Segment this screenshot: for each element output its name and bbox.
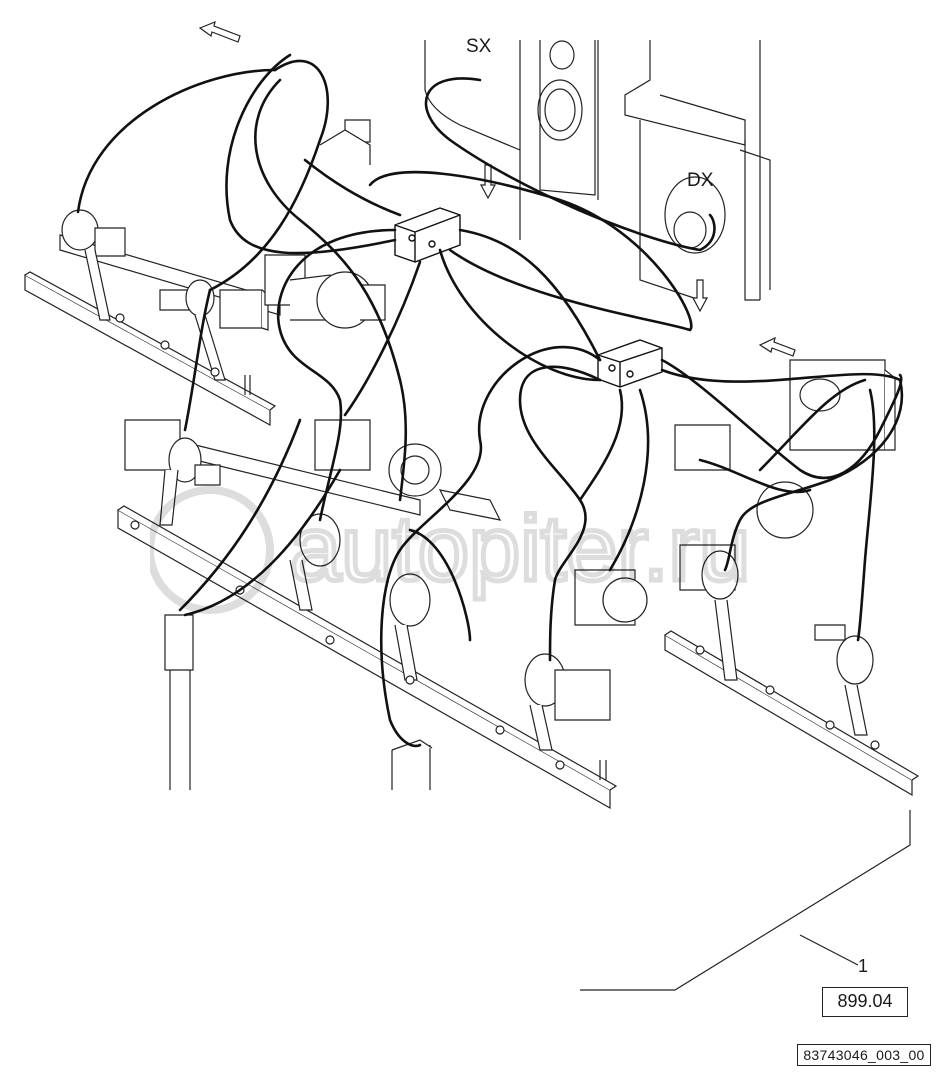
direction-arrows [200, 22, 795, 356]
watermark-text: autopiter.ru [290, 498, 750, 600]
arrow-down-dx [693, 280, 707, 311]
label-sx: SX [466, 36, 492, 57]
upper-centre-motor [265, 120, 385, 328]
callout-leaders [580, 810, 910, 990]
junction-block-lower [598, 340, 662, 387]
main-toolbar [118, 420, 647, 808]
callout-number: 1 [858, 956, 869, 976]
support-posts [165, 615, 432, 790]
junction-blocks [395, 208, 662, 387]
document-id: 83743046_003_00 [797, 1044, 931, 1066]
hydraulic-hoses [78, 55, 902, 746]
arrow-top-left [200, 22, 240, 42]
frame-plates [425, 40, 770, 300]
arrow-right [760, 338, 795, 356]
left-toolbar-assembly [25, 210, 280, 425]
watermark: autopiter.ru [150, 470, 753, 630]
label-dx: DX [687, 170, 714, 191]
reference-box: 899.04 [822, 987, 908, 1017]
junction-block-upper [395, 208, 460, 262]
